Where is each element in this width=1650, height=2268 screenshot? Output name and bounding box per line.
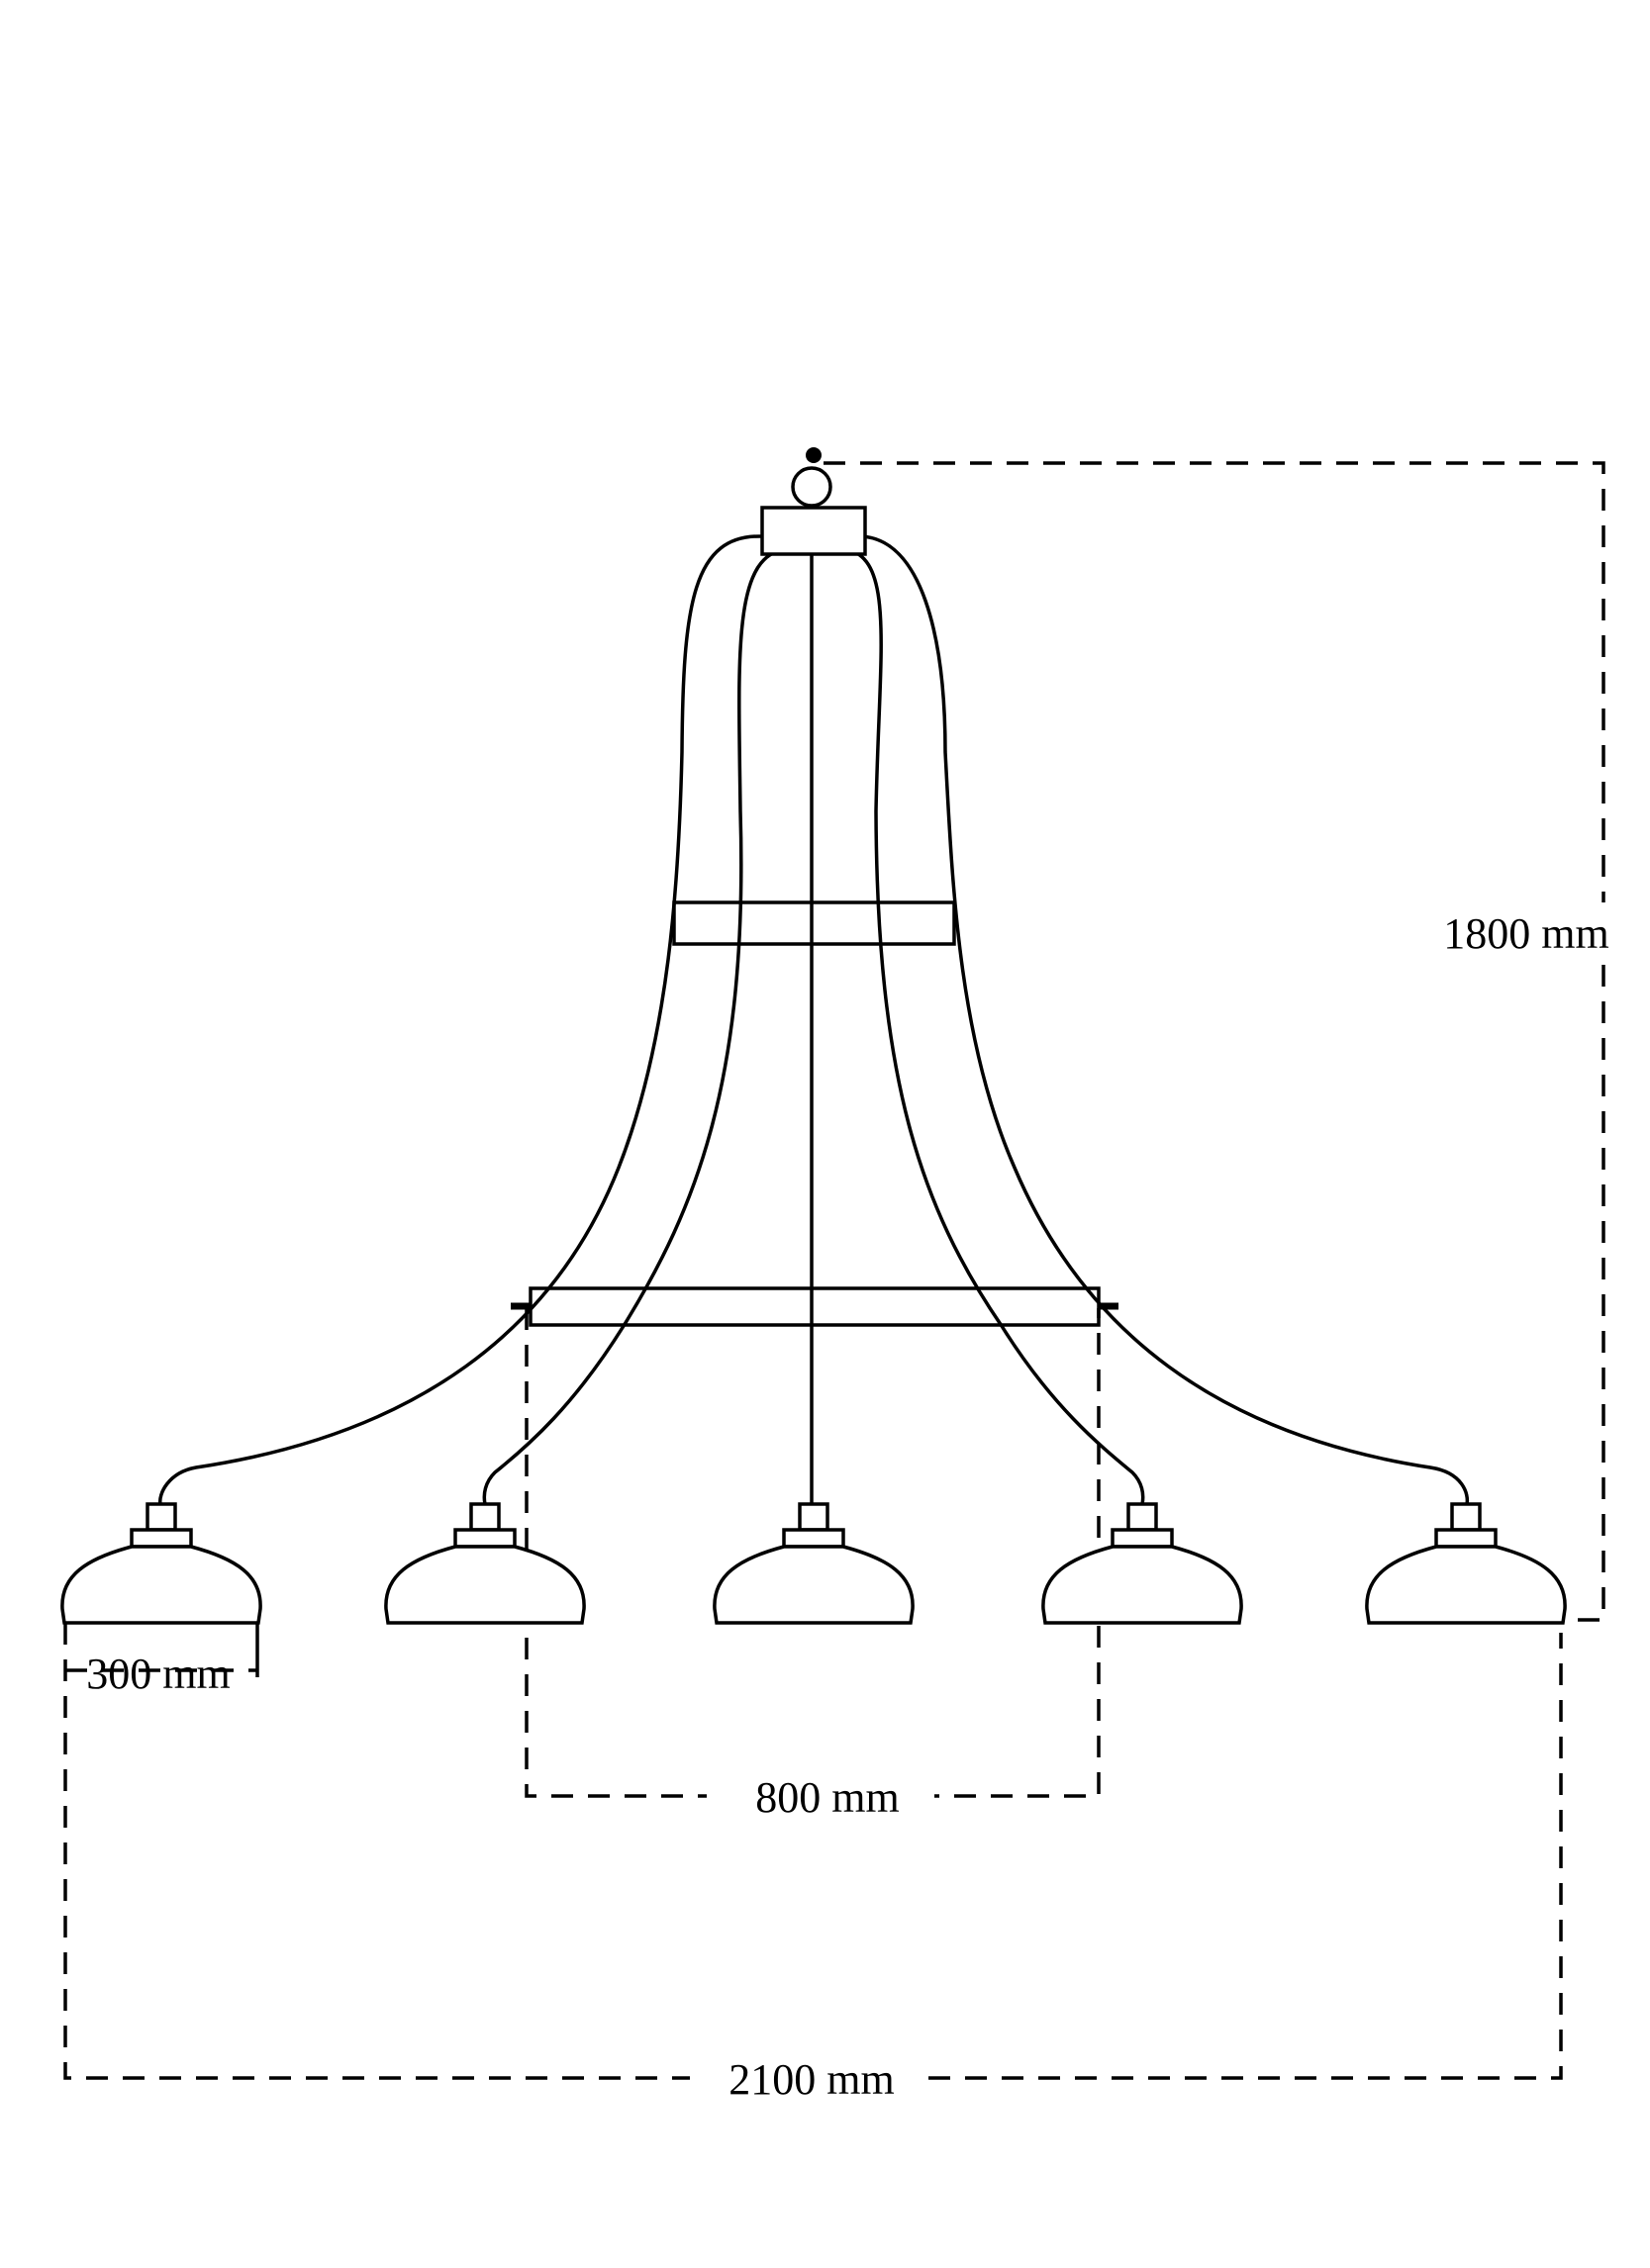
- hook-point: [806, 447, 822, 463]
- dimension-lines: [63, 461, 1605, 2080]
- hanging-ring: [791, 466, 832, 508]
- cable-inner-left: [482, 547, 788, 1505]
- cables: [158, 534, 1470, 1505]
- lamp-shade: [713, 1502, 915, 1625]
- lamp-shade: [60, 1502, 262, 1625]
- lamp-shade: [1365, 1502, 1567, 1625]
- ceiling-mount: [760, 447, 867, 556]
- cable-outer-right: [860, 534, 1470, 1505]
- canopy-block: [760, 506, 867, 556]
- cable-inner-right: [845, 547, 1145, 1505]
- upper-frame: [672, 900, 956, 946]
- total-width-dimension-line: [63, 1623, 1563, 2080]
- lamp-shades: [60, 1502, 1567, 1625]
- height-dimension-line: [824, 461, 1605, 1622]
- total-width-label: 2100 mm: [728, 2055, 894, 2104]
- frame-width-label: 800 mm: [755, 1773, 899, 1822]
- frames: [511, 900, 1118, 1327]
- dimension-labels: 1800 mm 300 mm 800 mm 2100 mm: [86, 909, 1608, 2104]
- cable-outer-left: [158, 534, 763, 1505]
- height-label: 1800 mm: [1443, 909, 1608, 958]
- lamp-shade: [1041, 1502, 1243, 1625]
- shade-diameter-label: 300 mm: [86, 1650, 230, 1698]
- lower-frame: [529, 1286, 1101, 1327]
- label-backgrounds: [690, 902, 1629, 2108]
- lamp-shade: [384, 1502, 586, 1625]
